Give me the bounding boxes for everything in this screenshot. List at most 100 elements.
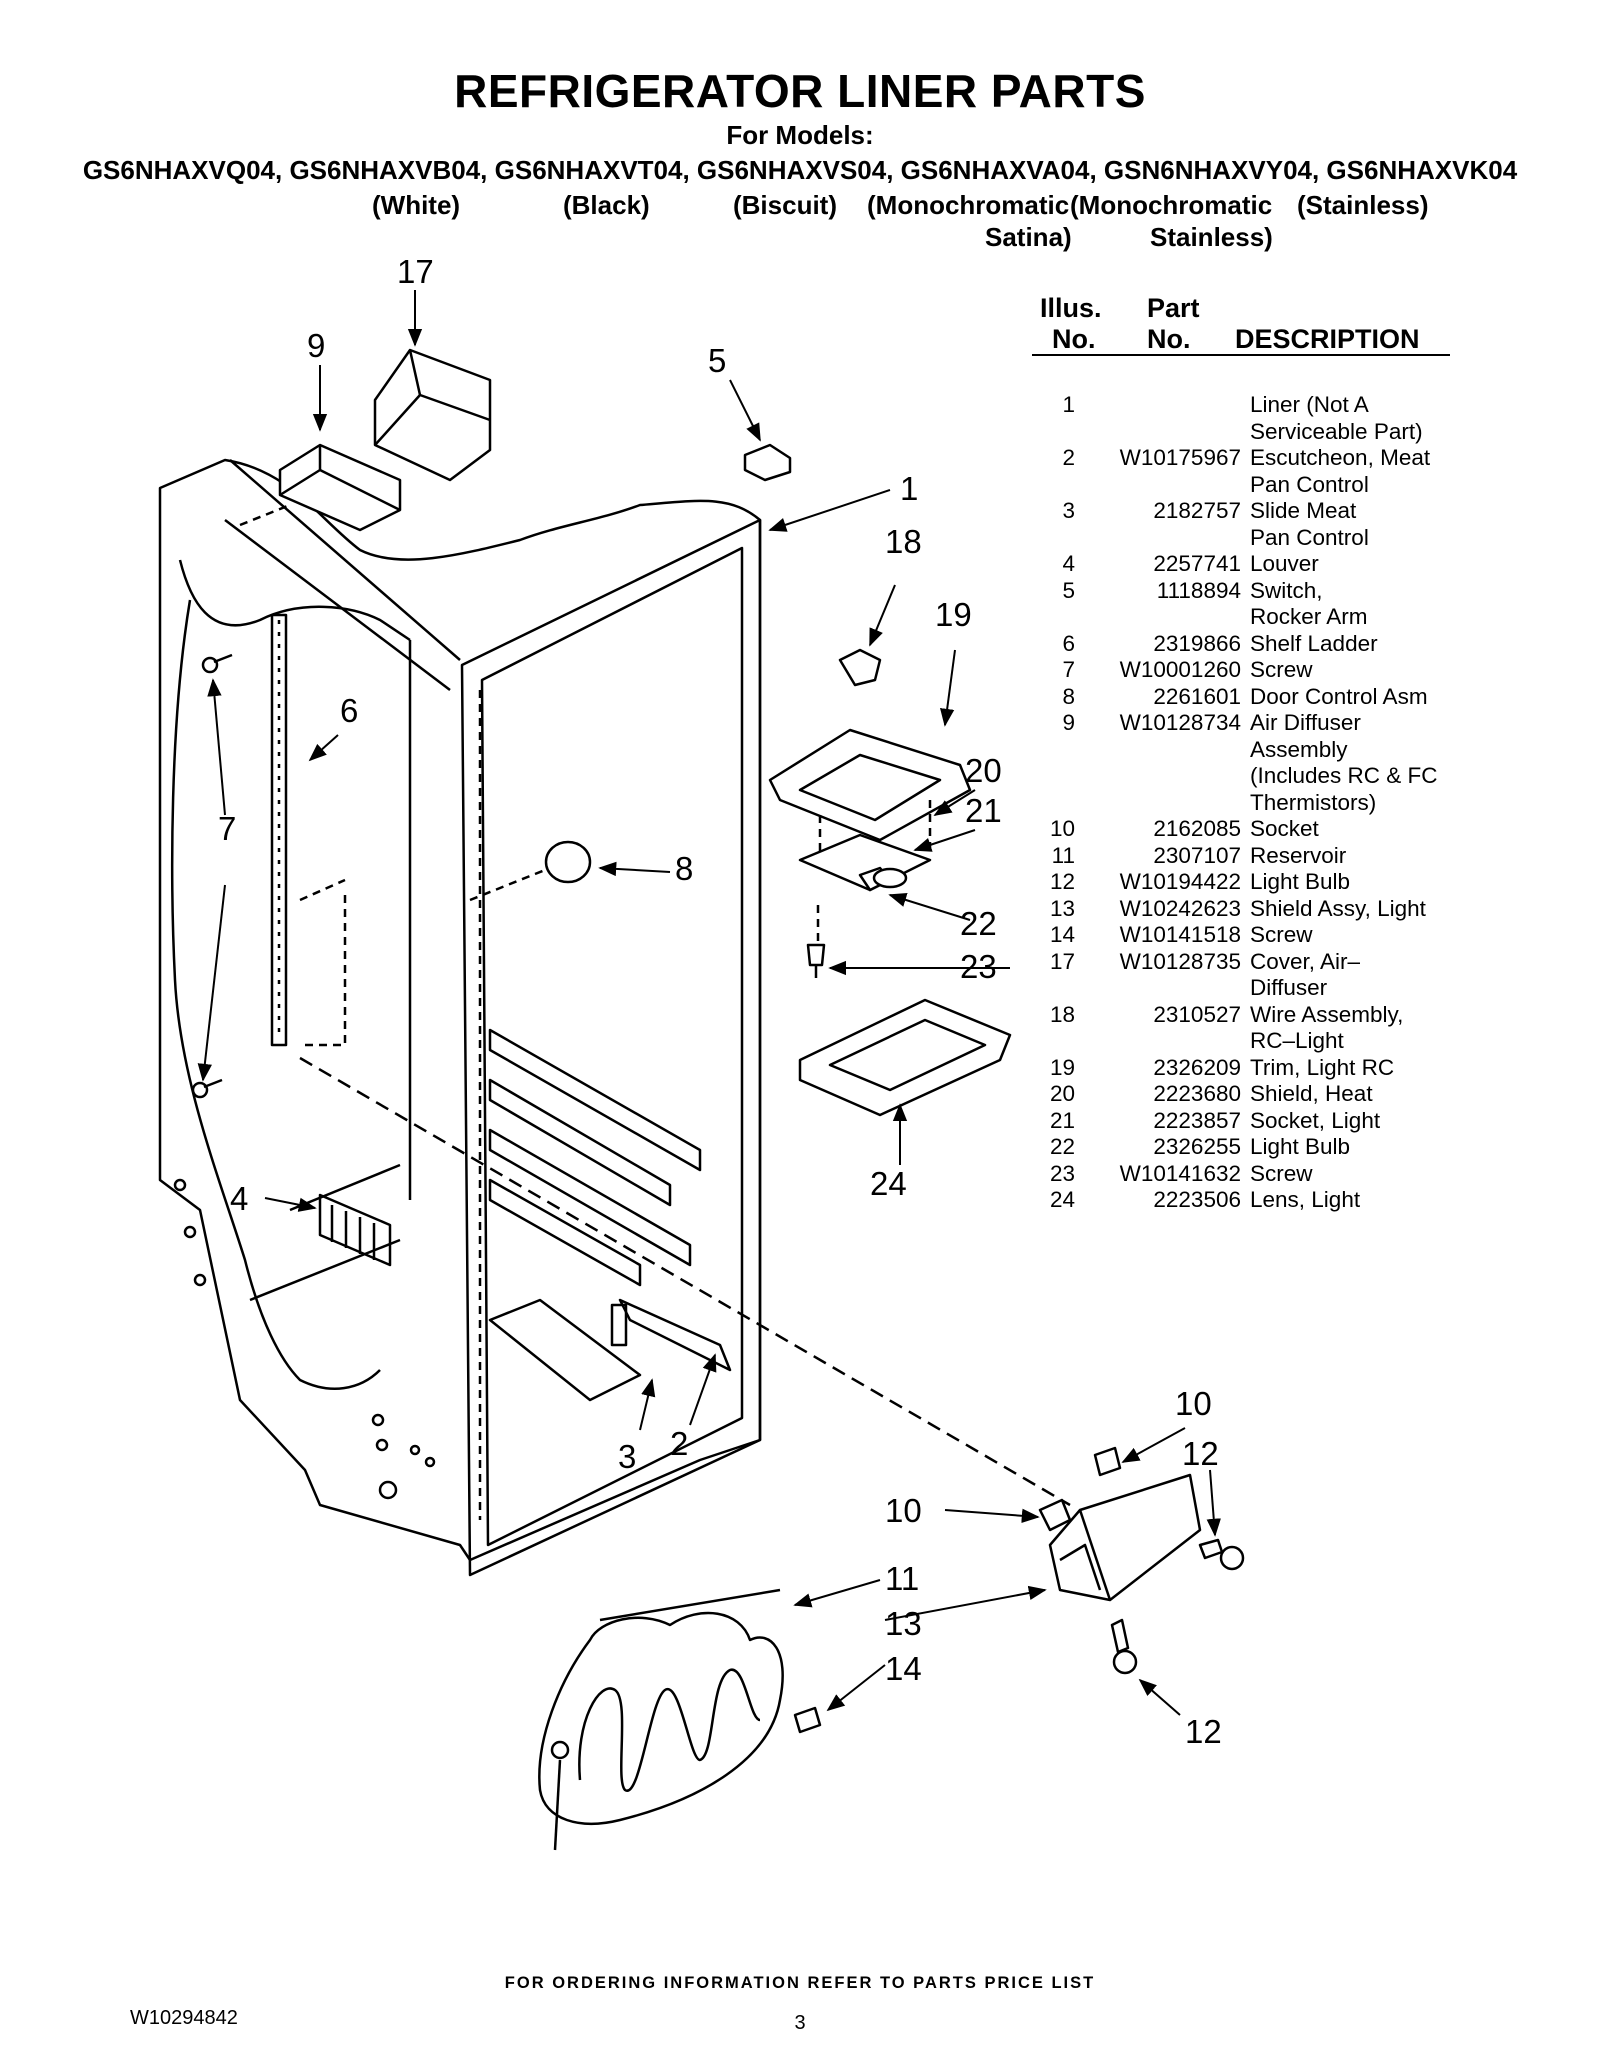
description-cell: (Includes RC & FC xyxy=(1250,763,1438,788)
part-no-cell: W10175967 xyxy=(1119,445,1241,470)
shelf-rail-2 xyxy=(488,1078,672,1207)
part-no-cell xyxy=(1075,604,1250,631)
callout-1: 1 xyxy=(900,470,918,507)
lens-light xyxy=(798,998,1012,1117)
description-cell: RC–Light xyxy=(1250,1028,1344,1053)
description-cell: Pan Control xyxy=(1250,471,1369,497)
illus-no-cell: 1 xyxy=(1062,392,1075,417)
callout-21: 21 xyxy=(965,792,1002,829)
description-cell: Light Bulb xyxy=(1250,1134,1351,1159)
part-no-cell: 2310527 xyxy=(1153,1001,1241,1027)
color-label-black: (Black) xyxy=(563,190,650,220)
callout-9: 9 xyxy=(307,327,325,364)
cover-air-diffuser xyxy=(373,348,492,482)
callout-22: 22 xyxy=(960,905,997,942)
description-cell: Shelf Ladder xyxy=(1250,630,1378,656)
part-no-cell: 2326255 xyxy=(1153,1134,1241,1159)
illus-no-cell: 5 xyxy=(1062,577,1075,603)
table-row: Serviceable Part) xyxy=(1035,419,1465,446)
illus-no-cell: 13 xyxy=(1049,895,1075,921)
description-cell: Cover, Air– xyxy=(1250,948,1361,974)
part-no-cell xyxy=(1075,737,1250,764)
air-diffuser-assembly xyxy=(278,443,402,532)
shield-assy-light xyxy=(1048,1473,1202,1602)
description-cell: Screw xyxy=(1250,922,1313,947)
callout-24: 24 xyxy=(870,1165,907,1202)
callout-10-top: 10 xyxy=(1175,1385,1212,1422)
callout-6: 6 xyxy=(340,692,358,729)
description-cell: Trim, Light RC xyxy=(1250,1054,1395,1080)
shelf-rail-4 xyxy=(488,1178,642,1287)
callout-8: 8 xyxy=(675,850,693,887)
door-control-asm xyxy=(544,840,592,884)
callout-13: 13 xyxy=(885,1605,922,1642)
part-no-cell xyxy=(1075,525,1250,552)
table-row: Diffuser xyxy=(1035,975,1465,1002)
table-row: RC–Light xyxy=(1035,1028,1465,1055)
light-bulb-12-b xyxy=(1110,1618,1138,1675)
illus-no-cell: 9 xyxy=(1062,710,1075,735)
part-no-cell: W10242623 xyxy=(1119,895,1241,921)
description-cell: Slide Meat xyxy=(1250,498,1357,523)
illus-no-cell xyxy=(1035,975,1075,1002)
illus-no-cell: 23 xyxy=(1049,1160,1075,1186)
description-cell: Switch, xyxy=(1250,577,1323,603)
illus-no-cell: 6 xyxy=(1062,630,1075,656)
col-illus-header-1: Illus. xyxy=(1040,293,1102,323)
callout-7: 7 xyxy=(218,810,236,847)
callout-3: 3 xyxy=(618,1438,636,1475)
liner-front-frame xyxy=(460,518,762,1577)
shelf-rail-3 xyxy=(488,1128,692,1267)
shelf-ladder xyxy=(270,613,288,1047)
color-label-stainless-2: Stainless) xyxy=(1150,222,1273,252)
callout-19: 19 xyxy=(935,596,972,633)
illus-no-cell: 24 xyxy=(1049,1187,1075,1212)
part-no-cell: 2162085 xyxy=(1153,816,1241,841)
description-cell: Escutcheon, Meat xyxy=(1250,445,1431,470)
part-no-cell xyxy=(1075,975,1250,1002)
screw-light xyxy=(806,943,826,978)
light-bulb-rc xyxy=(872,867,908,889)
callout-20: 20 xyxy=(965,752,1002,789)
table-row: 7 W10001260 Screw xyxy=(1035,657,1465,684)
part-no-cell: 2223506 xyxy=(1153,1187,1241,1212)
description-cell: Pan Control xyxy=(1250,524,1369,550)
light-bulb-12-a xyxy=(1198,1538,1245,1571)
reservoir xyxy=(538,1588,784,1851)
color-label-monochromatic-2: (Monochromatic xyxy=(1070,190,1273,220)
table-row: Pan Control xyxy=(1035,525,1465,552)
description-cell: Louver xyxy=(1250,551,1319,576)
description-cell: Reservoir xyxy=(1250,842,1347,868)
part-no-cell: W10001260 xyxy=(1119,657,1241,682)
table-header-rule xyxy=(1032,354,1450,356)
callout-10-left: 10 xyxy=(885,1492,922,1529)
callout-14: 14 xyxy=(885,1650,922,1687)
col-description-header: DESCRIPTION xyxy=(1235,324,1420,354)
illus-no-cell: 18 xyxy=(1049,1001,1075,1027)
description-cell: Lens, Light xyxy=(1250,1187,1361,1212)
shelf-rail-1 xyxy=(488,1028,702,1172)
col-illus-header-2: No. xyxy=(1052,324,1096,354)
callout-2: 2 xyxy=(670,1425,688,1462)
part-no-cell: W10141632 xyxy=(1119,1160,1241,1186)
ordering-info: FOR ORDERING INFORMATION REFER TO PARTS … xyxy=(504,1974,1096,1992)
description-cell: Wire Assembly, xyxy=(1250,1001,1404,1027)
illus-no-cell xyxy=(1035,525,1075,552)
table-row: Rocker Arm xyxy=(1035,604,1465,631)
color-label-stainless: (Stainless) xyxy=(1297,190,1429,220)
part-no-cell: 2223857 xyxy=(1153,1107,1241,1133)
illus-no-cell: 8 xyxy=(1062,683,1075,709)
illus-no-cell: 7 xyxy=(1062,657,1075,682)
description-cell: Screw xyxy=(1250,657,1313,682)
trim-light-rc xyxy=(768,728,972,842)
part-no-cell xyxy=(1075,790,1250,817)
meat-pan-area xyxy=(488,1298,642,1402)
